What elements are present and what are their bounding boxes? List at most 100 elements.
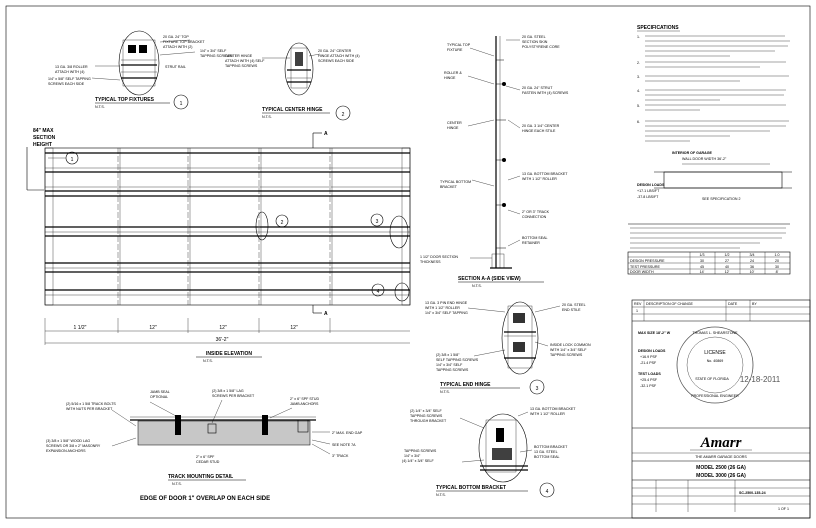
svg-text:DESCRIPTION OF CHANGE: DESCRIPTION OF CHANGE xyxy=(646,302,694,306)
svg-text:CEDAR STUD: CEDAR STUD xyxy=(196,460,220,464)
callout-2 xyxy=(275,214,289,228)
end-hinge-scale: N.T.S. xyxy=(440,390,450,394)
svg-text:-37.8 LBS/FT: -37.8 LBS/FT xyxy=(637,195,659,199)
svg-text:13 GA. BOTTOM BRACKET: 13 GA. BOTTOM BRACKET xyxy=(530,407,576,411)
svg-text:20 GA. STEEL: 20 GA. STEEL xyxy=(562,303,586,307)
section-aa: TYPICAL TOP FIXTURE ROLLER & HINGE CENTE… xyxy=(420,35,569,288)
svg-text:4: 4 xyxy=(377,289,380,295)
svg-text:13 GA. STEEL: 13 GA. STEEL xyxy=(534,450,558,454)
svg-text:1/3: 1/3 xyxy=(700,253,705,257)
svg-text:+16.9 PSF: +16.9 PSF xyxy=(640,355,658,359)
detail-top-fixtures: 20 GA. 24" TOP FIXTURE TOP BRACKET ATTAC… xyxy=(48,30,233,110)
svg-text:FIXTURE TOP BRACKET: FIXTURE TOP BRACKET xyxy=(163,40,205,44)
svg-text:1 1/2" DOOR SECTION: 1 1/2" DOOR SECTION xyxy=(420,255,458,259)
door-width: 36'-2" xyxy=(216,337,229,343)
svg-text:(4) 1/4" x 3/4" SELF: (4) 1/4" x 3/4" SELF xyxy=(402,459,435,463)
detail-marker-3 xyxy=(529,379,545,395)
svg-text:3" TRACK: 3" TRACK xyxy=(332,454,349,458)
svg-text:SCREWS OR 3/8 x 2" MASONRY: SCREWS OR 3/8 x 2" MASONRY xyxy=(46,444,101,448)
svg-text:(3) 3/8 x 1 5/8" WOOD LAG: (3) 3/8 x 1 5/8" WOOD LAG xyxy=(46,439,90,443)
callout-4 xyxy=(371,283,385,297)
svg-text:14': 14' xyxy=(700,270,705,274)
svg-text:WITH 1 1/2" ROLLER: WITH 1 1/2" ROLLER xyxy=(425,306,460,310)
svg-text:SCREWS EACH SIDE: SCREWS EACH SIDE xyxy=(48,82,85,86)
detail-track-mounting: JAMB SEAL OPTIONAL (2) 3/8 x 1 5/8" LAG … xyxy=(46,389,363,502)
wall-label: WALL DOOR WIDTH 36'-2" xyxy=(682,157,727,161)
svg-text:TYPICAL BOTTOM: TYPICAL BOTTOM xyxy=(440,180,471,184)
svg-text:INSIDE LOCK COMMON: INSIDE LOCK COMMON xyxy=(550,343,591,347)
svg-text:TAPPING SCREWS: TAPPING SCREWS xyxy=(436,368,469,372)
svg-text:-21.4 PSF: -21.4 PSF xyxy=(640,361,657,365)
svg-text:BRACKET: BRACKET xyxy=(440,185,458,189)
drawing-number: SC-2500-135-24 xyxy=(739,491,766,495)
track-mounting-title: TRACK MOUNTING DETAIL xyxy=(168,474,233,480)
track-mounting-scale: N.T.S. xyxy=(172,482,182,486)
svg-text:12": 12" xyxy=(290,325,298,331)
svg-text:40: 40 xyxy=(725,265,729,269)
svg-text:1: 1 xyxy=(636,309,638,313)
svg-text:1/4" x 5/8" SELF TAPPING: 1/4" x 5/8" SELF TAPPING xyxy=(48,77,91,81)
svg-text:OPTIONAL: OPTIONAL xyxy=(150,395,168,399)
svg-text:HINGE: HINGE xyxy=(447,126,459,130)
svg-text:4.: 4. xyxy=(637,89,640,93)
svg-text:HINGE EACH STILE: HINGE EACH STILE xyxy=(522,129,556,133)
svg-text:SELF TAPPING SCREWS: SELF TAPPING SCREWS xyxy=(436,358,479,362)
svg-text:1 1/2": 1 1/2" xyxy=(74,325,87,331)
svg-text:REV: REV xyxy=(634,302,642,306)
svg-text:13 GA. BOTTOM BRACKET: 13 GA. BOTTOM BRACKET xyxy=(522,172,568,176)
svg-text:2" OR 3" TRACK: 2" OR 3" TRACK xyxy=(522,210,550,214)
svg-text:HINGE ATTACH WITH (4): HINGE ATTACH WITH (4) xyxy=(318,54,360,58)
svg-text:20 GA. 24" STRUT: 20 GA. 24" STRUT xyxy=(522,86,553,90)
detail-marker-4 xyxy=(539,482,555,498)
top-fixtures-scale: N.T.S. xyxy=(95,105,105,109)
svg-text:1.: 1. xyxy=(637,35,640,39)
svg-text:THOMAS L. SHEARSTONE: THOMAS L. SHEARSTONE xyxy=(692,331,738,335)
svg-text:3.: 3. xyxy=(637,75,640,79)
svg-text:SECTION SKIN: SECTION SKIN xyxy=(522,40,548,44)
svg-text:10': 10' xyxy=(750,270,755,274)
svg-text:(2) 3/8 x 1 5/8" LAG: (2) 3/8 x 1 5/8" LAG xyxy=(212,389,244,393)
detail-marker-2-label: 2 xyxy=(342,112,345,118)
engineer-seal: THOMAS L. SHEARSTONE LICENSE No. 40869 S… xyxy=(676,326,781,404)
svg-text:4: 4 xyxy=(546,489,549,495)
svg-text:8': 8' xyxy=(776,270,779,274)
svg-text:POLYSTYRENE CORE: POLYSTYRENE CORE xyxy=(522,45,560,49)
svg-text:DATE: DATE xyxy=(728,302,738,306)
inside-elevation: 84" MAX SECTION HEIGHT 1 xyxy=(26,128,411,363)
section-aa-title: SECTION A-A (SIDE VIEW) xyxy=(458,276,521,282)
overlap-note: EDGE OF DOOR 1" OVERLAP ON EACH SIDE xyxy=(140,496,270,502)
svg-text:ATTACH WITH (4) SELF: ATTACH WITH (4) SELF xyxy=(225,59,265,63)
center-hinge-title: TYPICAL CENTER HINGE xyxy=(262,107,323,113)
svg-text:TYPICAL TOP: TYPICAL TOP xyxy=(447,43,471,47)
see-spec: SEE SPECIFICATION 2 xyxy=(702,197,740,201)
svg-text:CONNECTION: CONNECTION xyxy=(522,215,547,219)
detail-marker-2 xyxy=(335,105,351,121)
specs-heading: SPECIFICATIONS xyxy=(637,25,679,31)
svg-text:2.: 2. xyxy=(637,61,640,65)
svg-text:BOTTOM SEAL: BOTTOM SEAL xyxy=(534,455,560,459)
svg-text:DESIGN PRESSURE: DESIGN PRESSURE xyxy=(630,259,665,263)
svg-text:TEST LOADS: TEST LOADS xyxy=(638,372,661,376)
svg-text:2" x 6" SPF STUD: 2" x 6" SPF STUD xyxy=(290,397,320,401)
svg-text:JAMB SEAL: JAMB SEAL xyxy=(150,390,170,394)
svg-text:1/4" x 3/4" SELF TAPPING: 1/4" x 3/4" SELF TAPPING xyxy=(425,311,468,315)
svg-text:20 GA. 24" TOP: 20 GA. 24" TOP xyxy=(163,35,189,39)
detail-bottom-bracket: (2) 1/4" x 3/4" SELF TAPPING SCREWS THRO… xyxy=(402,407,576,498)
inside-elevation-title: INSIDE ELEVATION xyxy=(206,351,252,357)
svg-text:ROLLER &: ROLLER & xyxy=(444,71,462,75)
detail-end-hinge: 13 GA. 3 PIN END HINGE WITH 1 1/2" ROLLE… xyxy=(425,301,591,395)
svg-text:36: 36 xyxy=(750,265,754,269)
svg-text:MAX SIZE 18'-2" W: MAX SIZE 18'-2" W xyxy=(638,331,671,335)
svg-text:1/4" x 3/4" SELF: 1/4" x 3/4" SELF xyxy=(436,363,463,367)
svg-text:WITH 1 1/2" ROLLER: WITH 1 1/2" ROLLER xyxy=(530,412,565,416)
load-table: 1/3 1/2 3/4 1.0 DESIGN PRESSURE 30 27 24… xyxy=(627,223,791,275)
section-aa-scale: N.T.S. xyxy=(472,284,482,288)
seal-date: 12-18-2011 xyxy=(740,375,781,384)
svg-text:BOTTOM SEAL: BOTTOM SEAL xyxy=(522,236,548,240)
svg-text:THICKNESS: THICKNESS xyxy=(420,260,441,264)
svg-text:2" MAX. END GAP: 2" MAX. END GAP xyxy=(332,431,363,435)
svg-text:SECTION: SECTION xyxy=(33,135,56,141)
end-hinge-title: TYPICAL END HINGE xyxy=(440,382,491,388)
svg-text:27: 27 xyxy=(725,259,729,263)
